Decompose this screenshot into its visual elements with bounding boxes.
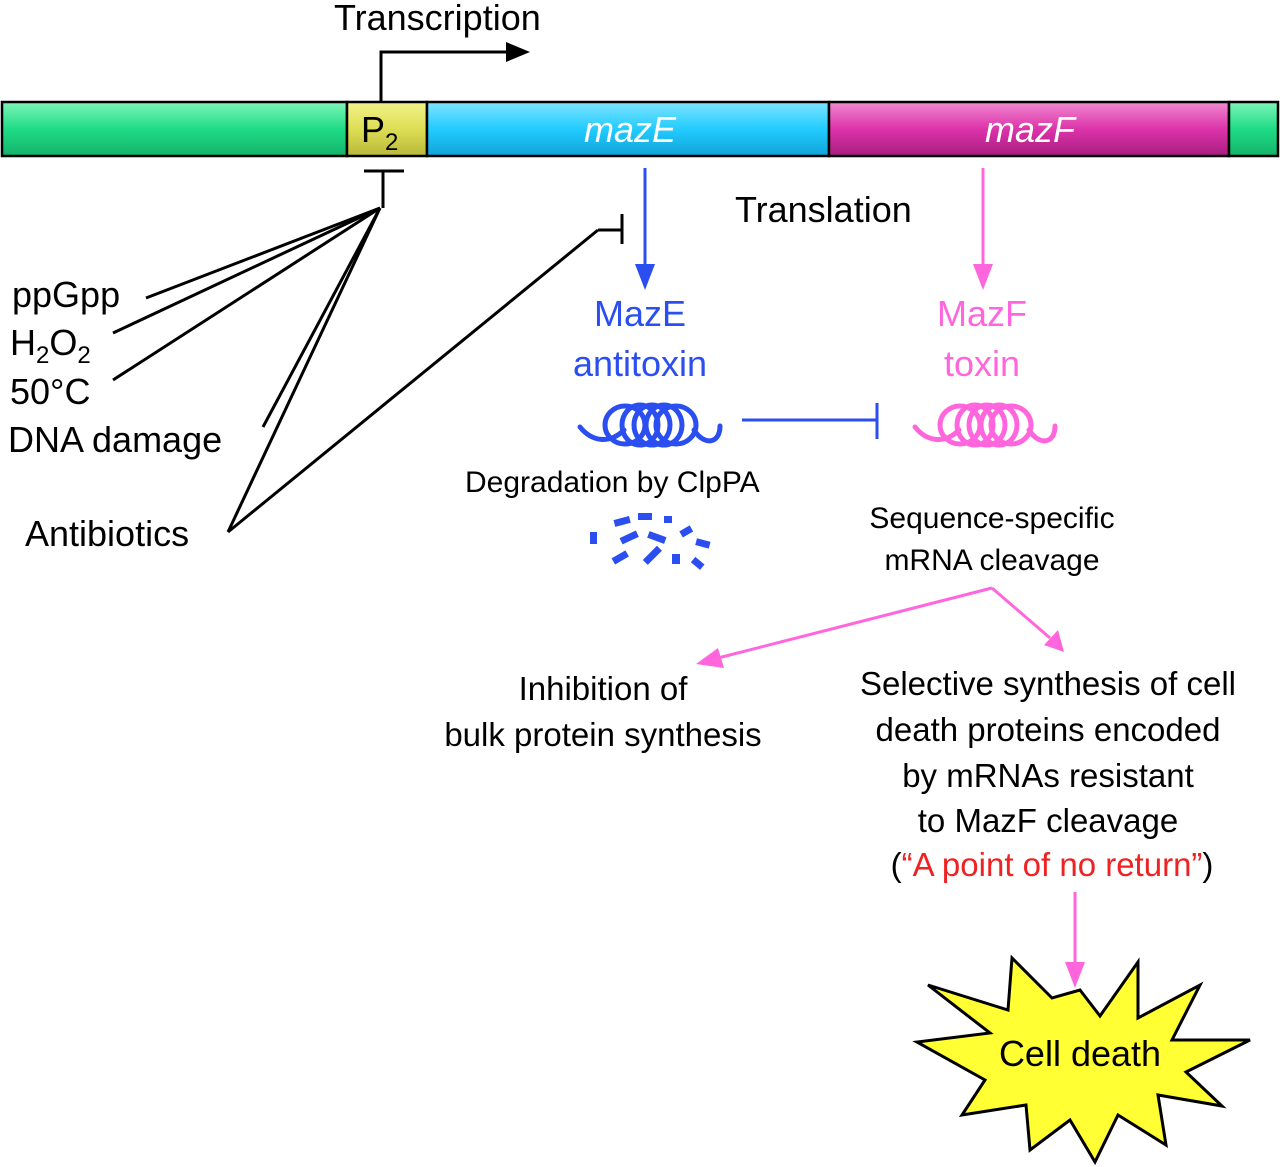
transcription-arrowhead	[506, 42, 530, 62]
stress-inhibition-lines	[112, 169, 624, 534]
stress-ppgpp: ppGpp	[12, 274, 120, 315]
cleavage-branch-arrows	[717, 586, 1051, 660]
mazF-gene-label: mazF	[985, 109, 1077, 150]
toxin-protein-icon	[912, 402, 1058, 448]
inhibition-arrowhead	[696, 648, 724, 668]
selective-label-line4: to MazF cleavage	[918, 802, 1178, 839]
gene-bar: P2 mazE mazF	[0, 100, 1280, 158]
transcription-label: Transcription	[334, 0, 541, 38]
selective-label-line3: by mRNAs resistant	[902, 757, 1194, 794]
promoter-box	[345, 100, 429, 158]
cleavage-label-line2: mRNA cleavage	[884, 544, 1099, 577]
death-arrowhead	[1065, 962, 1085, 988]
cell-death-label: Cell death	[999, 1033, 1161, 1074]
inhibition-label-line1: Inhibition of	[519, 670, 689, 707]
selective-label-line1: Selective synthesis of cell	[860, 665, 1236, 702]
antitoxin-name: MazE	[594, 293, 686, 334]
stress-antibiotics: Antibiotics	[25, 513, 189, 554]
toxin-name: MazF	[937, 293, 1027, 334]
stress-heat: 50°C	[10, 371, 90, 412]
transcription-arrow	[379, 50, 510, 102]
mazE-translation-arrowhead	[635, 264, 655, 290]
selective-arrowhead	[1044, 630, 1064, 652]
cleavage-label-line1: Sequence-specific	[869, 502, 1114, 535]
mazF-translation-arrowhead	[973, 264, 993, 290]
mazF-gene-box	[827, 100, 1231, 158]
selective-label-line2: death proteins encoded	[876, 711, 1221, 748]
mazE-gene-label: mazE	[584, 109, 677, 150]
promoter-label: P2	[361, 109, 398, 156]
translation-label: Translation	[735, 189, 912, 230]
antitoxin-protein-icon	[577, 402, 723, 448]
point-of-no-return: (“A point of no return”)	[891, 846, 1214, 883]
stress-dna-damage: DNA damage	[8, 419, 222, 460]
toxin-role: toxin	[944, 343, 1020, 384]
flank-left	[0, 100, 349, 158]
flank-right	[1227, 100, 1280, 158]
stress-h2o2: H2O2	[10, 322, 91, 369]
degradation-label: Degradation by ClpPA	[465, 466, 760, 499]
degraded-fragments-icon	[590, 513, 711, 570]
cell-death-star	[912, 954, 1251, 1166]
inhibition-label-line2: bulk protein synthesis	[444, 716, 761, 753]
antitoxin-role: antitoxin	[573, 343, 707, 384]
mazE-gene-box	[425, 100, 831, 158]
